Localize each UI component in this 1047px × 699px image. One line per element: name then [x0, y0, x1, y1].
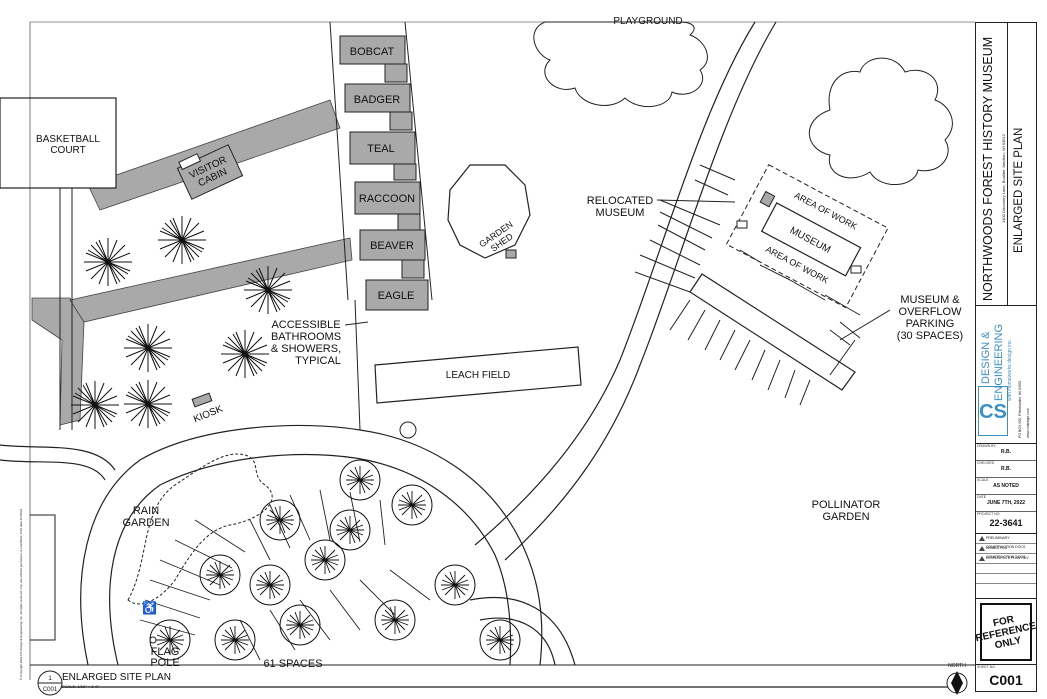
rain-garden-label: RAIN	[133, 505, 159, 517]
sheet-number: C001	[989, 672, 1023, 688]
cabins	[339, 35, 429, 311]
cabin-label: BEAVER	[370, 240, 414, 252]
svg-text:MUSEUM: MUSEUM	[596, 207, 645, 219]
sheet-frame	[29, 21, 975, 688]
svg-text:LEACH FIELD: LEACH FIELD	[446, 370, 510, 381]
sheet-number-section: SHEET NO. C001	[976, 665, 1036, 692]
museum-step	[736, 220, 748, 229]
flag-pole	[149, 636, 157, 644]
playground-area: PLAYGROUND	[533, 16, 708, 108]
parking-spaces-label: 61 SPACES	[263, 658, 322, 670]
svg-text:C001: C001	[43, 687, 58, 693]
revisions-section: PRELIMINARY CONSTRUCTION DOCS ISSUED FOR…	[976, 534, 1036, 599]
title-block: NORTHWOODS FOREST HISTORY MUSEUM 1400 Di…	[975, 22, 1037, 692]
svg-text:(30 SPACES): (30 SPACES)	[897, 330, 963, 342]
revision-entry: ISSUED FOR CONSTRUCTION DOCS	[976, 544, 1036, 559]
svg-text:1: 1	[48, 676, 52, 682]
leach-field: LEACH FIELD	[374, 346, 582, 404]
flag-pole-label: FLAG	[151, 646, 180, 658]
cabin-label: BADGER	[354, 94, 401, 106]
accessible-parking-icon: ♿	[142, 601, 157, 615]
pollinator-label: POLLINATOR	[812, 499, 881, 511]
svg-text:KIOSK: KIOSK	[192, 404, 225, 426]
project-title-section: NORTHWOODS FOREST HISTORY MUSEUM 1400 Di…	[976, 23, 1036, 306]
svg-text:PLAYGROUND: PLAYGROUND	[613, 16, 682, 27]
cabin-label: BOBCAT	[350, 46, 395, 58]
flag-pole-label: POLE	[150, 657, 179, 669]
firm-subtitle: with Homeworks design inc.	[1007, 339, 1013, 401]
svg-text:RELOCATED: RELOCATED	[587, 195, 653, 207]
rain-garden-label: GARDEN	[122, 517, 169, 529]
kiosk: KIOSK	[191, 392, 225, 426]
detail-scale: SCALE: 1/16" = 1'-0"	[62, 684, 100, 689]
relocated-museum-label: RELOCATED MUSEUM	[587, 195, 736, 219]
project-address: 1400 Discovery Lane, Boulder Junction, W…	[1001, 134, 1006, 223]
svg-text:OVERFLOW: OVERFLOW	[899, 306, 963, 318]
drawing-title: ENLARGED SITE PLAN	[1013, 127, 1025, 253]
svg-text:MUSEUM &: MUSEUM &	[900, 294, 960, 306]
svg-text:TYPICAL: TYPICAL	[295, 355, 341, 367]
north-arrow: NORTH	[946, 663, 968, 695]
pollinator-label: GARDEN	[822, 511, 869, 523]
cabin-label: EAGLE	[378, 290, 415, 302]
svg-text:PARKING: PARKING	[906, 318, 955, 330]
revision-entry: PRELIMINARY CONSTRUCTION DOCS	[976, 534, 1036, 549]
firm-section: CS DESIGN & ENGINEERING with Homeworks d…	[976, 306, 1036, 444]
trees	[70, 215, 521, 661]
tree-canopy	[808, 57, 953, 185]
firm-contact: www.csdesign.com	[1026, 408, 1030, 438]
lower-parking-loop	[0, 424, 576, 666]
revision-entry: REVISED SITE PLAN REV	[976, 554, 1036, 564]
svg-text:BATHROOMS: BATHROOMS	[271, 331, 341, 343]
cabin-label: TEAL	[367, 143, 395, 155]
cabin-row	[59, 21, 433, 431]
svg-text:ACCESSIBLE: ACCESSIBLE	[271, 319, 340, 331]
cabin-label: RACCOON	[359, 193, 415, 205]
project-name: NORTHWOODS FOREST HISTORY MUSEUM	[981, 36, 995, 301]
detail-callout: 1 C001 ENLARGED SITE PLAN SCALE: 1/16" =…	[37, 670, 171, 696]
firm-logo: CS	[978, 386, 1008, 436]
reference-stamp: FOR REFERENCE ONLY	[976, 603, 1036, 661]
parking-lot	[634, 164, 861, 406]
main-road	[474, 21, 777, 561]
visitor-cabin: VISITOR CABIN	[176, 144, 244, 200]
garden-shed: GARDEN SHED	[447, 164, 531, 259]
cabin-labels: BOBCAT BADGER TEAL RACCOON BEAVER EAGLE	[350, 46, 415, 302]
firm-name: ENGINEERING	[993, 323, 1005, 401]
firm-address: PO BOX 000, Rhinelander, WI 54501	[1018, 380, 1022, 438]
firm-name: DESIGN &	[980, 331, 992, 384]
accessible-bathrooms-label: ACCESSIBLE BATHROOMS & SHOWERS, TYPICAL	[271, 319, 369, 367]
museum-step	[850, 265, 862, 274]
svg-text:NORTH: NORTH	[948, 663, 966, 669]
basketball-label: BASKETBALL	[36, 134, 100, 145]
parking-label: MUSEUM & OVERFLOW PARKING (30 SPACES)	[839, 294, 963, 342]
area-labels: RAIN GARDEN POLLINATOR GARDEN FLAG POLE …	[122, 499, 880, 670]
basketball-court	[0, 97, 117, 189]
museum-area: MUSEUM AREA OF WORK AREA OF WORK	[725, 164, 889, 309]
copyright-note: © Copyright 2022 CS Design & Engineering…	[19, 508, 23, 680]
stamp-section: FOR REFERENCE ONLY	[976, 599, 1036, 665]
project-number-row: PROJECT NO.22-3641	[977, 512, 1023, 528]
svg-text:& SHOWERS,: & SHOWERS,	[271, 343, 341, 355]
detail-title: ENLARGED SITE PLAN	[62, 672, 171, 683]
sheet-number-label: SHEET NO.	[977, 665, 996, 669]
basketball-label: COURT	[50, 145, 85, 156]
site-plan-drawing: BOBCAT BADGER TEAL RACCOON BEAVER EAGLE …	[0, 16, 975, 696]
